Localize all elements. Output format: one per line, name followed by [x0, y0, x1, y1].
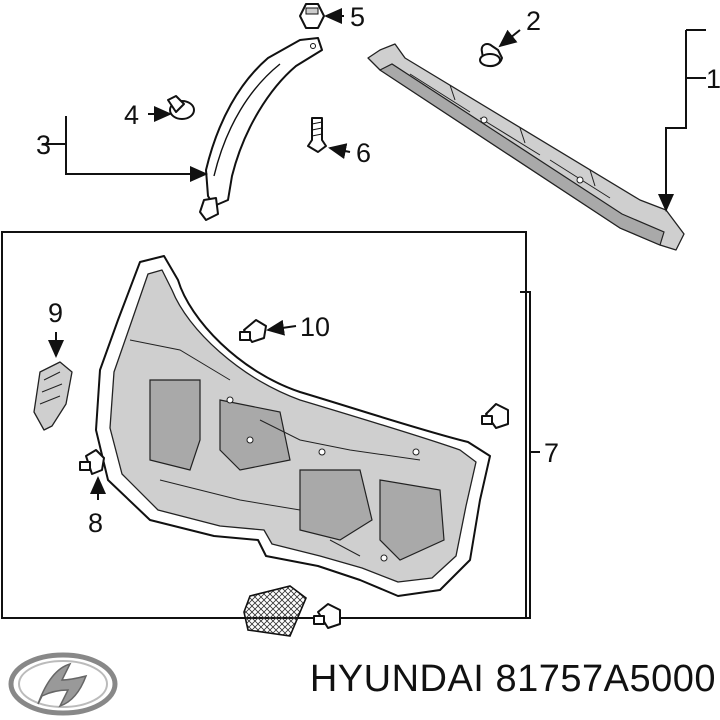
leader-lines [42, 8, 706, 619]
callout-5: 5 [350, 2, 365, 32]
clip-4 [167, 95, 195, 120]
clip-bottom [313, 603, 341, 629]
callout-10: 10 [300, 312, 330, 342]
callout-6: 6 [356, 138, 371, 168]
push-clip-2 [479, 43, 503, 67]
tailgate-liner-panel [95, 255, 491, 597]
hyundai-logo-icon [8, 652, 118, 716]
callout-8: 8 [88, 508, 103, 538]
part-label: HYUNDAI 81757A5000 [300, 658, 716, 701]
grip-handle [243, 585, 307, 637]
clip-10 [239, 319, 267, 343]
callout-7: 7 [544, 438, 559, 468]
screw-6 [307, 117, 327, 153]
footer-bar: HYUNDAI 81757A5000 [0, 648, 720, 720]
clip-nut-5 [299, 3, 325, 29]
callout-2: 2 [526, 6, 541, 36]
callout-4: 4 [124, 100, 139, 130]
callout-3: 3 [36, 130, 51, 160]
upper-trim-panel [367, 43, 685, 251]
side-garnish-strip [199, 37, 323, 221]
clip-8 [79, 449, 105, 475]
brand-name: HYUNDAI [309, 658, 485, 700]
bracket-9 [33, 361, 73, 431]
part-number: 81757A5000 [495, 658, 716, 700]
clip-right [481, 403, 509, 429]
callout-1: 1 [706, 64, 720, 94]
callout-9: 9 [48, 298, 63, 328]
